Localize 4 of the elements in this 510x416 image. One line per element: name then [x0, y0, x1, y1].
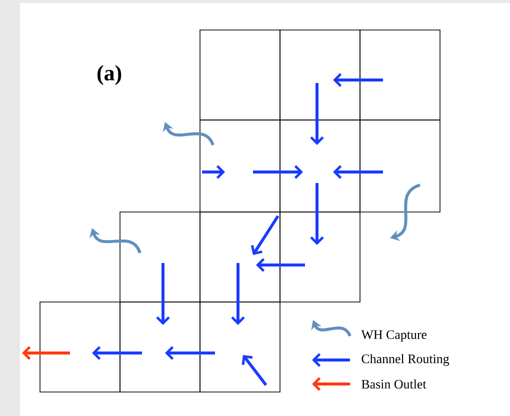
legend-label: Basin Outlet: [362, 379, 426, 389]
panel-label: (a): [98, 65, 122, 85]
legend-label: Channel Routing: [362, 354, 450, 366]
legend-label: WH Capture: [361, 330, 427, 342]
